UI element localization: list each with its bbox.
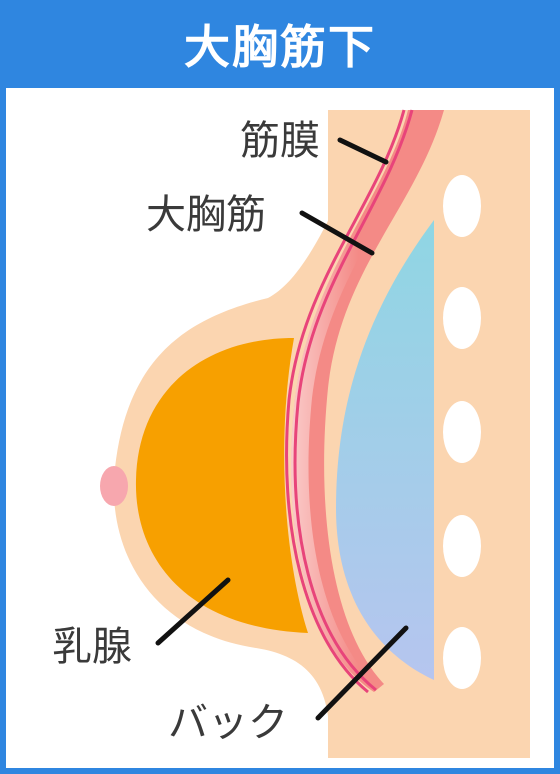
nipple [100, 466, 128, 506]
pectoralis-muscle [291, 110, 444, 692]
fascia-leader-line [337, 137, 389, 165]
fascia-line [293, 109, 414, 692]
header-bar: 大胸筋下 [0, 0, 560, 88]
implant-label: バック [168, 700, 288, 746]
implant-leader-line [315, 625, 409, 721]
mammary-gland [135, 338, 308, 633]
ribs [443, 175, 481, 689]
implant [336, 220, 434, 680]
rib [443, 401, 481, 463]
illustration-panel: 筋膜 大胸筋 乳腺 バック [6, 88, 554, 768]
fascia-line [285, 109, 406, 694]
pectoralis-leader-line [299, 210, 375, 256]
rib [443, 287, 481, 349]
fascia-label: 筋膜 [240, 118, 320, 164]
breast-cross-section: 筋膜 大胸筋 乳腺 バック [52, 109, 530, 758]
gland-leader-line [155, 577, 231, 646]
mammary-gland-label: 乳腺 [52, 624, 132, 670]
rib [443, 627, 481, 689]
rib [443, 515, 481, 577]
diagram-title: 大胸筋下 [184, 20, 376, 74]
muscle-highlight [291, 110, 426, 692]
rib [443, 175, 481, 237]
pectoralis-label: 大胸筋 [146, 192, 266, 238]
